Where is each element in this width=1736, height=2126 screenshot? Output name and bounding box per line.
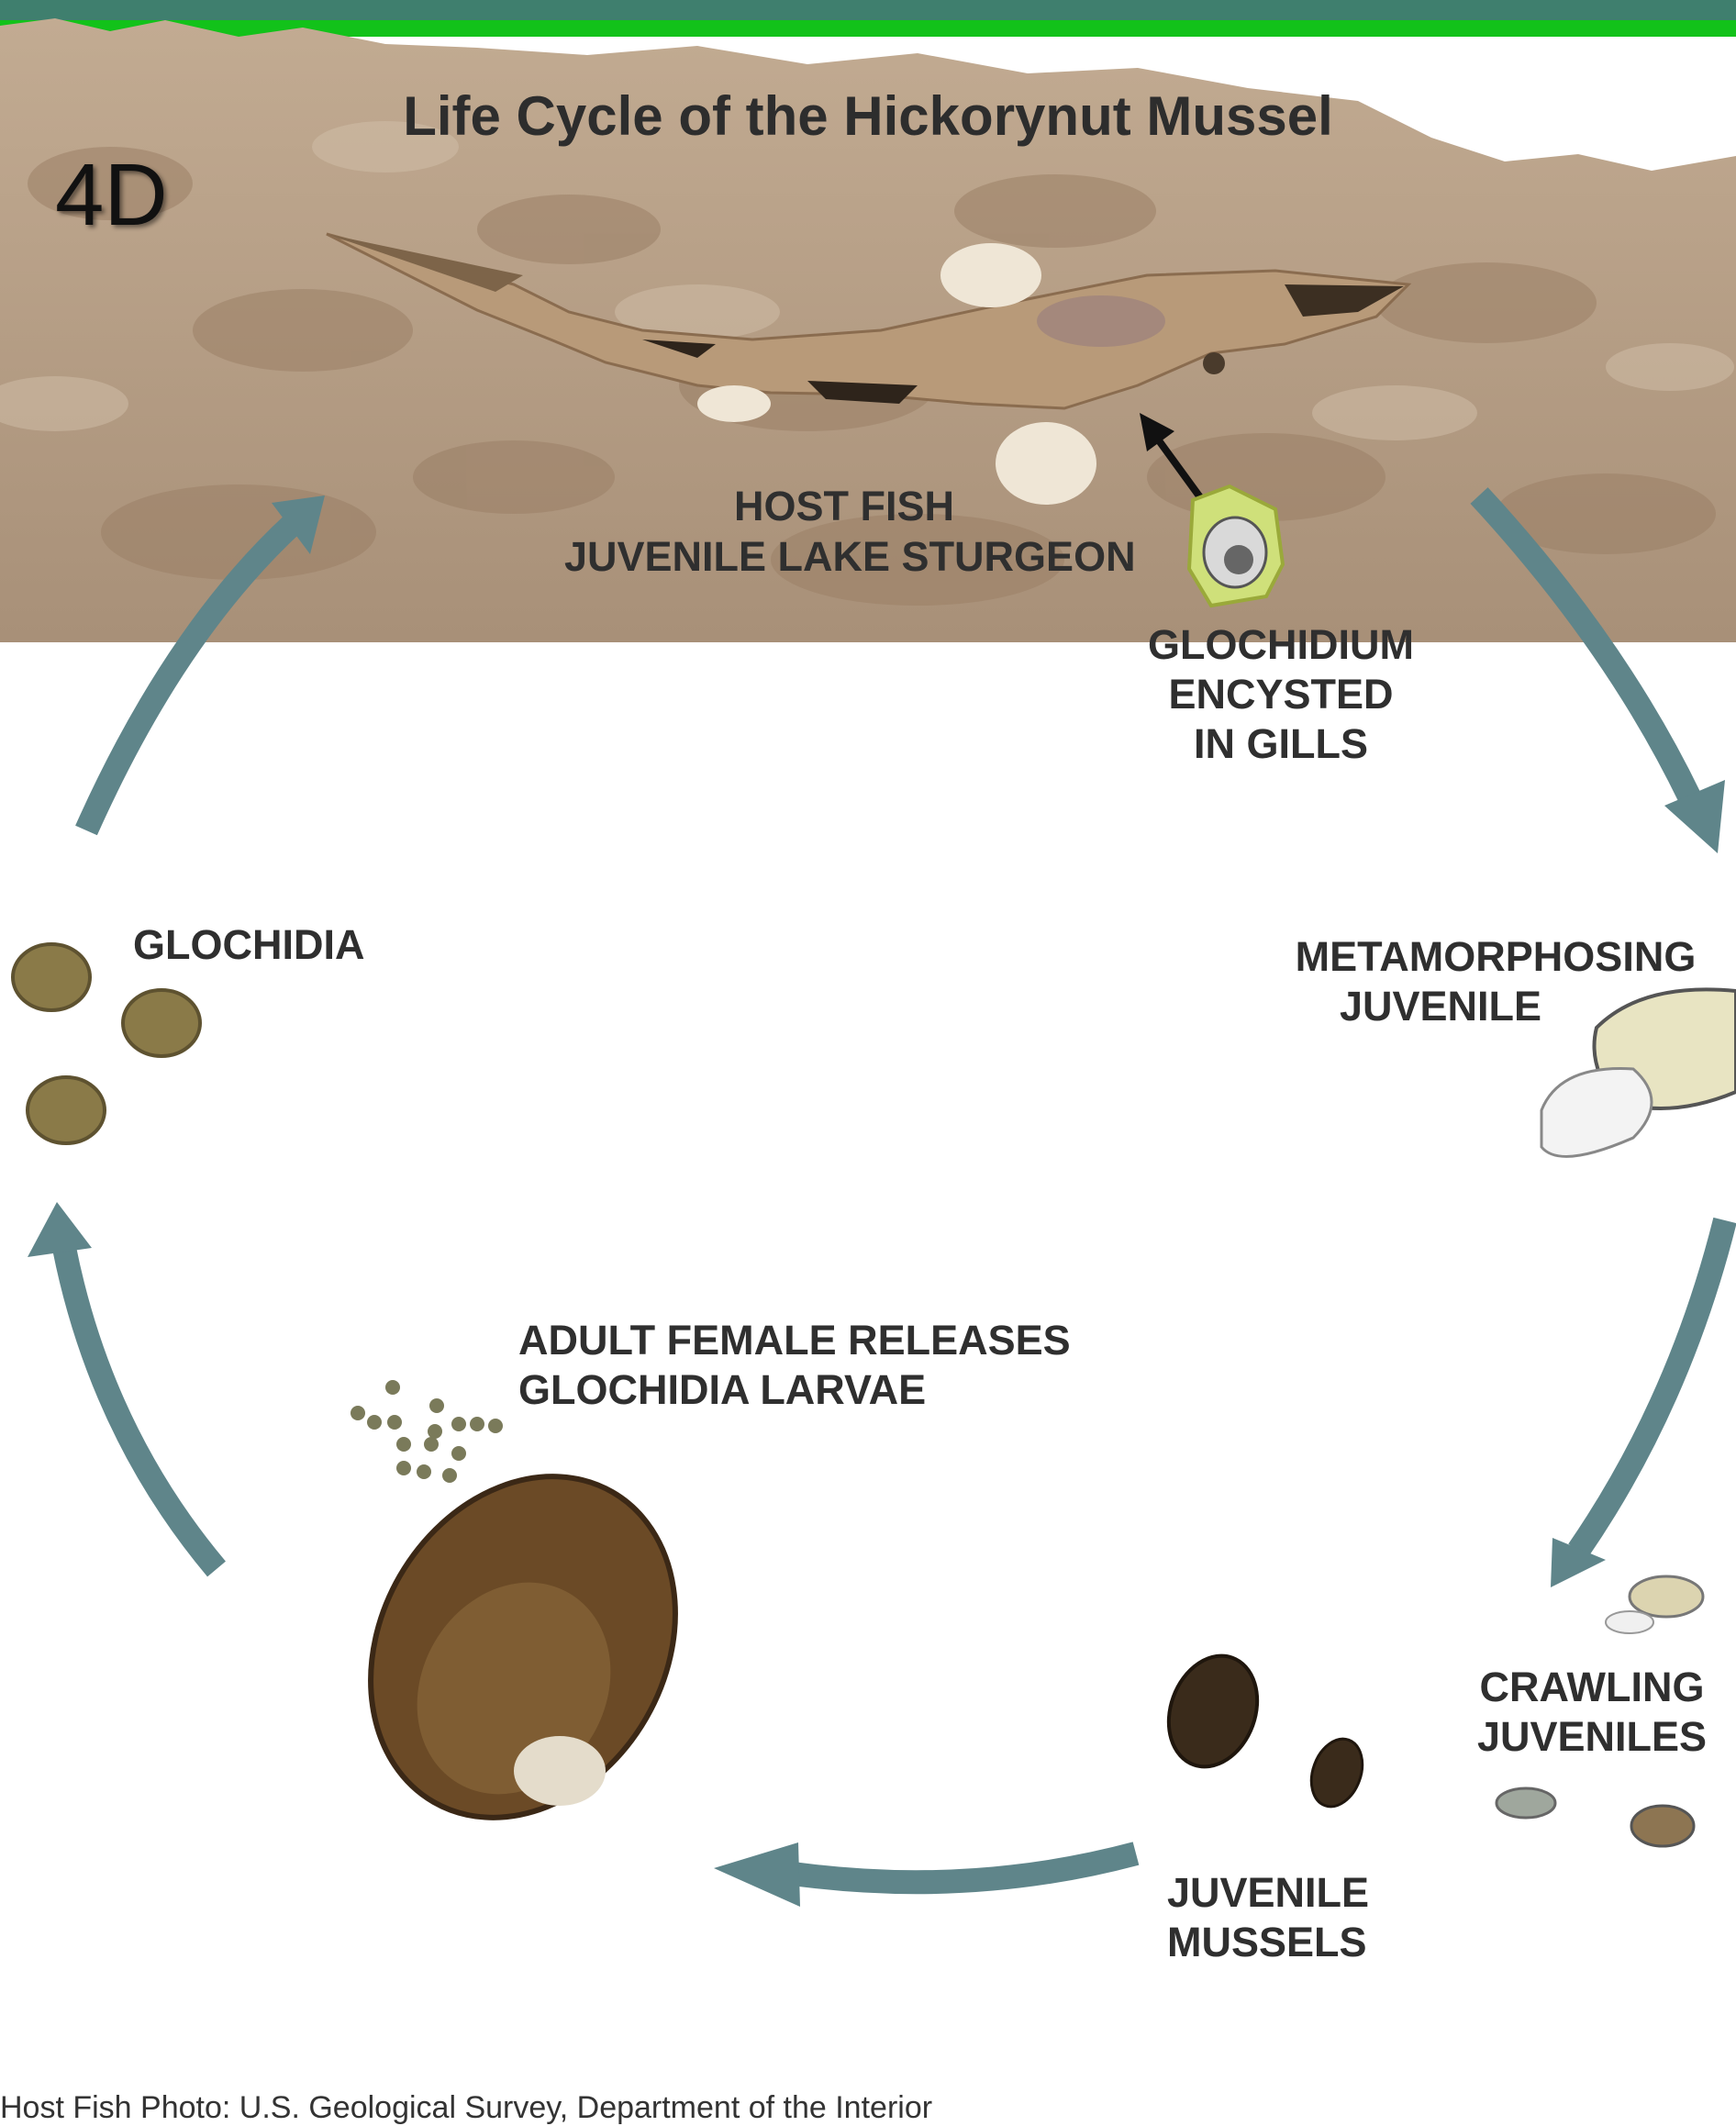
label-host-fish: HOST FISH (551, 482, 1138, 531)
adult-female-mussel-image (310, 1421, 735, 1874)
label-adult-female: ADULT FEMALE RELEASES GLOCHIDIA LARVAE (518, 1316, 1071, 1415)
photo-credit: Host Fish Photo: U.S. Geological Survey,… (0, 2090, 932, 2126)
diagram-title: Life Cycle of the Hickorynut Mussel (0, 84, 1736, 148)
juvenile-mussels-image (1154, 1643, 1372, 1814)
label-host-fish-species: JUVENILE LAKE STURGEON (564, 532, 1136, 582)
label-juvenile-mussels: JUVENILE MUSSELS (1167, 1868, 1369, 1967)
glochidia-image (13, 944, 200, 1143)
encysted-glochidium-image (1189, 486, 1283, 606)
label-metamorphosing-juvenile: METAMORPHOSING JUVENILE (1275, 932, 1716, 1031)
label-glochidium-encysted: GLOCHIDIUM ENCYSTED IN GILLS (1092, 620, 1470, 769)
sturgeon-image (327, 234, 1408, 505)
panel-label: 4D (55, 145, 168, 246)
released-larvae-image (351, 1380, 503, 1483)
label-crawling-juveniles: CRAWLING JUVENILES (1468, 1663, 1716, 1762)
label-glochidia: GLOCHIDIA (133, 920, 365, 970)
